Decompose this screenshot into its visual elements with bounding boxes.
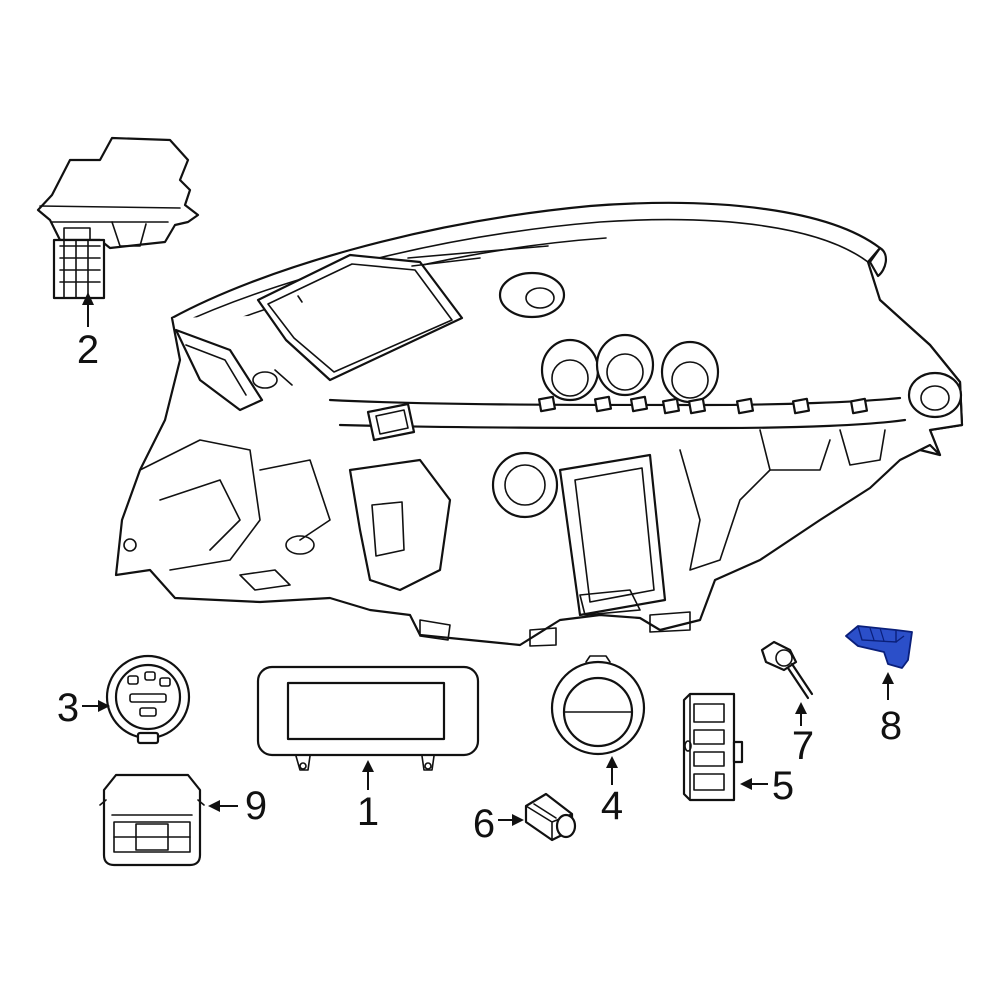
arrow-2 (82, 292, 94, 305)
part-1-display-panel (256, 665, 480, 771)
part-3-round-switch (105, 654, 191, 745)
callout-6: 6 (472, 802, 496, 846)
arrow-4 (606, 756, 618, 768)
callout-9: 9 (244, 784, 268, 828)
part-8-bracket-highlighted (845, 625, 913, 669)
callout-8: 8 (879, 704, 903, 748)
arrow-7 (795, 702, 807, 714)
arrow-3 (98, 700, 110, 712)
part-9-switch-bezel (99, 773, 205, 867)
arrow-5 (740, 778, 752, 790)
callout-1: 1 (356, 790, 380, 834)
part-7-sensor (760, 640, 814, 700)
callout-5: 5 (771, 764, 795, 808)
part-5-module-box (682, 692, 744, 802)
arrow-9 (208, 800, 220, 812)
part-4-round-knob (550, 655, 646, 756)
arrow-6 (512, 814, 524, 826)
instrument-panel-assembly (114, 201, 964, 647)
arrow-1 (362, 760, 374, 772)
part-6-small-switch (524, 792, 577, 842)
callout-3: 3 (56, 686, 80, 730)
callout-4: 4 (600, 784, 624, 828)
callout-2: 2 (76, 328, 100, 372)
callout-7: 7 (791, 724, 815, 768)
arrow-8 (882, 672, 894, 684)
part-2-control-module (36, 136, 200, 300)
